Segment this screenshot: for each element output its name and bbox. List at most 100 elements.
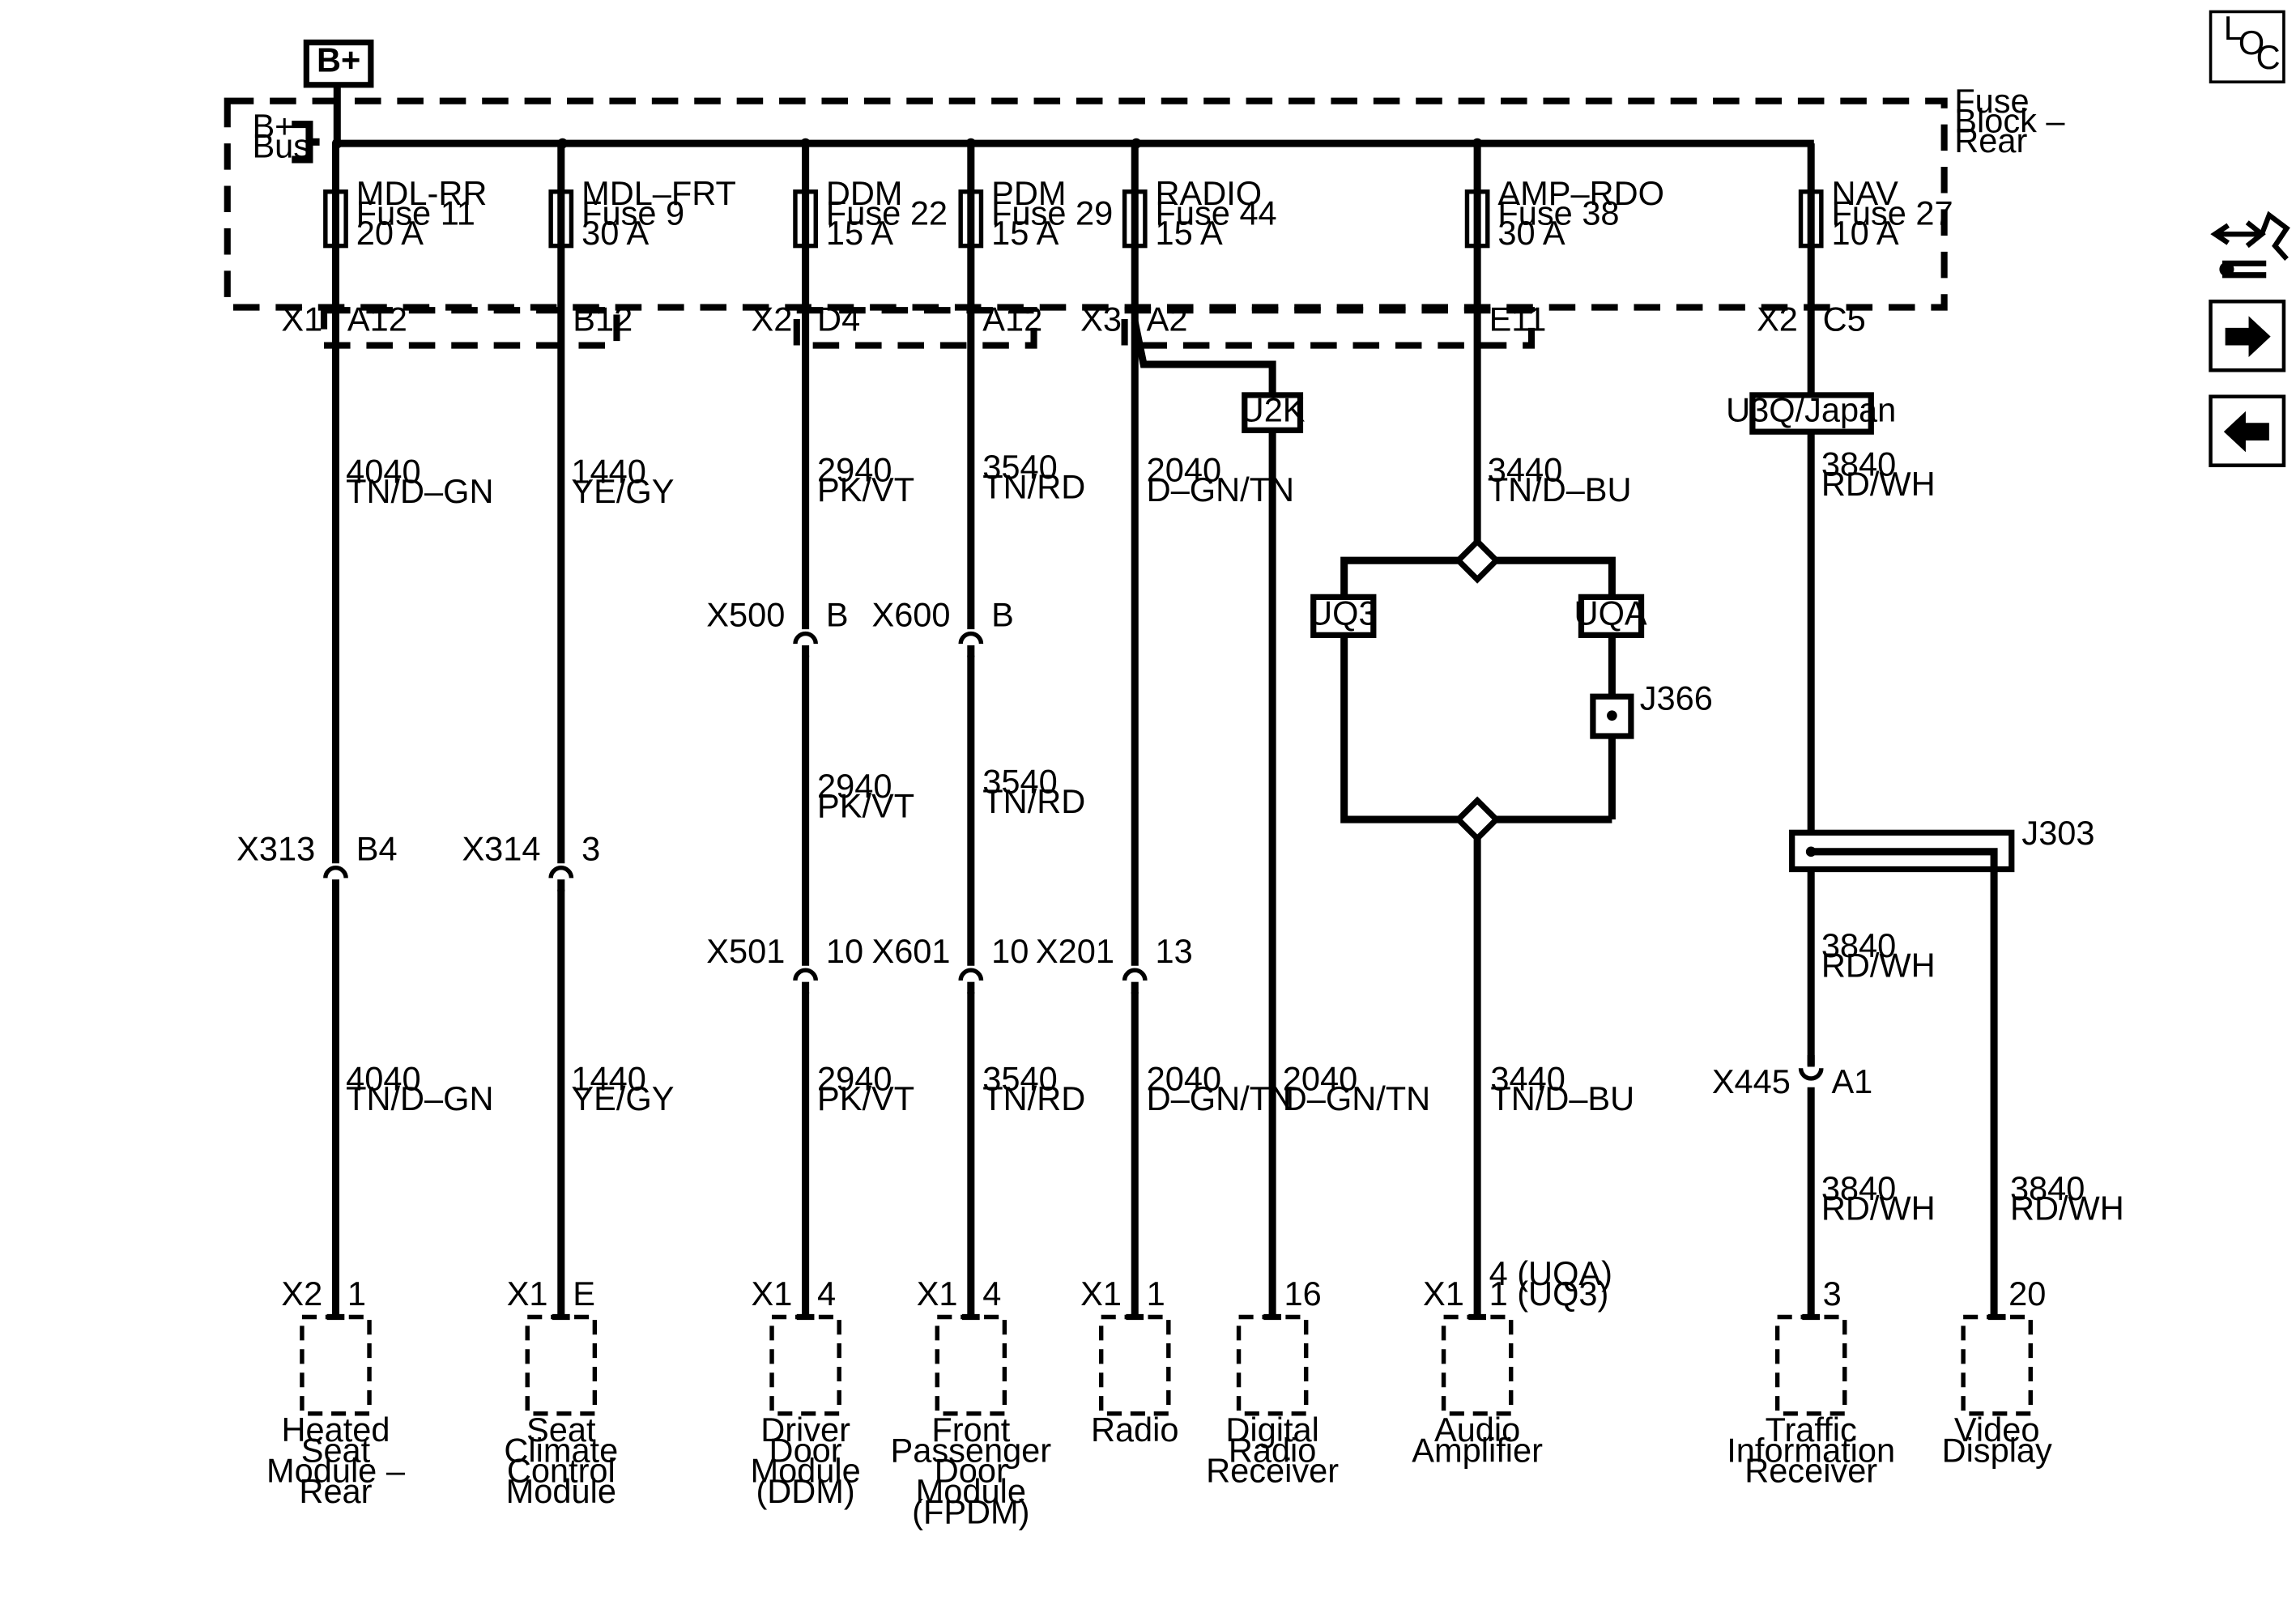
module-pin: 20	[2008, 1274, 2046, 1313]
module-pin: 1	[347, 1274, 366, 1313]
inline-connector-pin: B4	[356, 830, 398, 868]
module-connector-id: X2	[281, 1274, 322, 1313]
module-connector-id: X1	[1080, 1274, 1122, 1313]
inline-connector-pin: 3	[581, 830, 600, 868]
block-connector-pin: C5	[1823, 300, 1866, 338]
next-page-arrow-icon[interactable]	[2209, 300, 2286, 372]
inline-connector-x445: X445 A1	[1712, 1055, 1872, 1100]
loc-letter-o: O	[2238, 23, 2264, 62]
inline-connector-pin: 10	[991, 932, 1029, 970]
module-pin: 3	[1823, 1274, 1842, 1313]
inline-connector-pin: 10	[826, 932, 863, 970]
option-u2k: U2K	[1240, 390, 1306, 428]
inline-connector-id: X314	[462, 830, 540, 868]
module-pin: 4 (UQA)1 (UQ3)	[1489, 1254, 1612, 1313]
inline-connector-pin: 13	[1156, 932, 1193, 970]
inline-connector-pin: A1	[1831, 1062, 1872, 1100]
block-connector-id: X1	[281, 300, 322, 338]
loc-letter-c: C	[2256, 38, 2281, 76]
block-connector-pin: B12	[573, 300, 633, 338]
block-connector-pin: E11	[1489, 300, 1547, 338]
option-uq3-box	[1310, 594, 1377, 638]
block-connector-id: X3	[1080, 300, 1122, 338]
module-pin: 4	[982, 1274, 1001, 1313]
inline-connector-x201: X201 13	[1036, 932, 1193, 994]
block-connector-id: X2	[1757, 300, 1798, 338]
loc-letter-l: L	[2224, 9, 2243, 47]
inline-connector-x501: X501 10	[706, 932, 863, 994]
fuse-block-outline	[224, 97, 1948, 311]
inline-connector-id: X201	[1036, 932, 1114, 970]
bus-label: B+Bus	[252, 107, 310, 164]
module-connector-id: X1	[917, 1274, 958, 1313]
previous-page-arrow-icon[interactable]	[2209, 394, 2286, 467]
module-pin: 4	[817, 1274, 836, 1313]
inline-connector-id: X500	[706, 595, 785, 633]
inline-connector-id: X445	[1712, 1062, 1791, 1100]
block-connector-id: X2	[752, 300, 793, 338]
inline-connector-id: X501	[706, 932, 785, 970]
module-name: Radio	[1091, 1411, 1179, 1449]
inline-connector-id: X313	[236, 830, 315, 868]
option-u2k-box	[1242, 392, 1304, 433]
j366-label: J366	[1640, 679, 1713, 717]
location-icon[interactable]: L O C	[2209, 9, 2285, 84]
option-uqa: UQA	[1574, 594, 1647, 632]
component-view-icon[interactable]	[2210, 211, 2290, 279]
inline-connector-id: X600	[871, 595, 950, 633]
block-connector-pin: A2	[1147, 300, 1188, 338]
module-pin: 1	[1147, 1274, 1165, 1313]
bplus-label: B+	[317, 41, 360, 79]
module-connector-id: X1	[507, 1274, 548, 1313]
block-connector-pin: A12	[982, 300, 1042, 338]
option-u3q: U3Q/Japan	[1726, 390, 1896, 428]
inline-connector-x313: X313 B4	[236, 830, 398, 891]
option-uq3: UQ3	[1308, 594, 1377, 632]
module-connector-id: X1	[1423, 1274, 1464, 1313]
module-connector-id: X1	[752, 1274, 793, 1313]
inline-connector-pin: B	[991, 595, 1014, 633]
